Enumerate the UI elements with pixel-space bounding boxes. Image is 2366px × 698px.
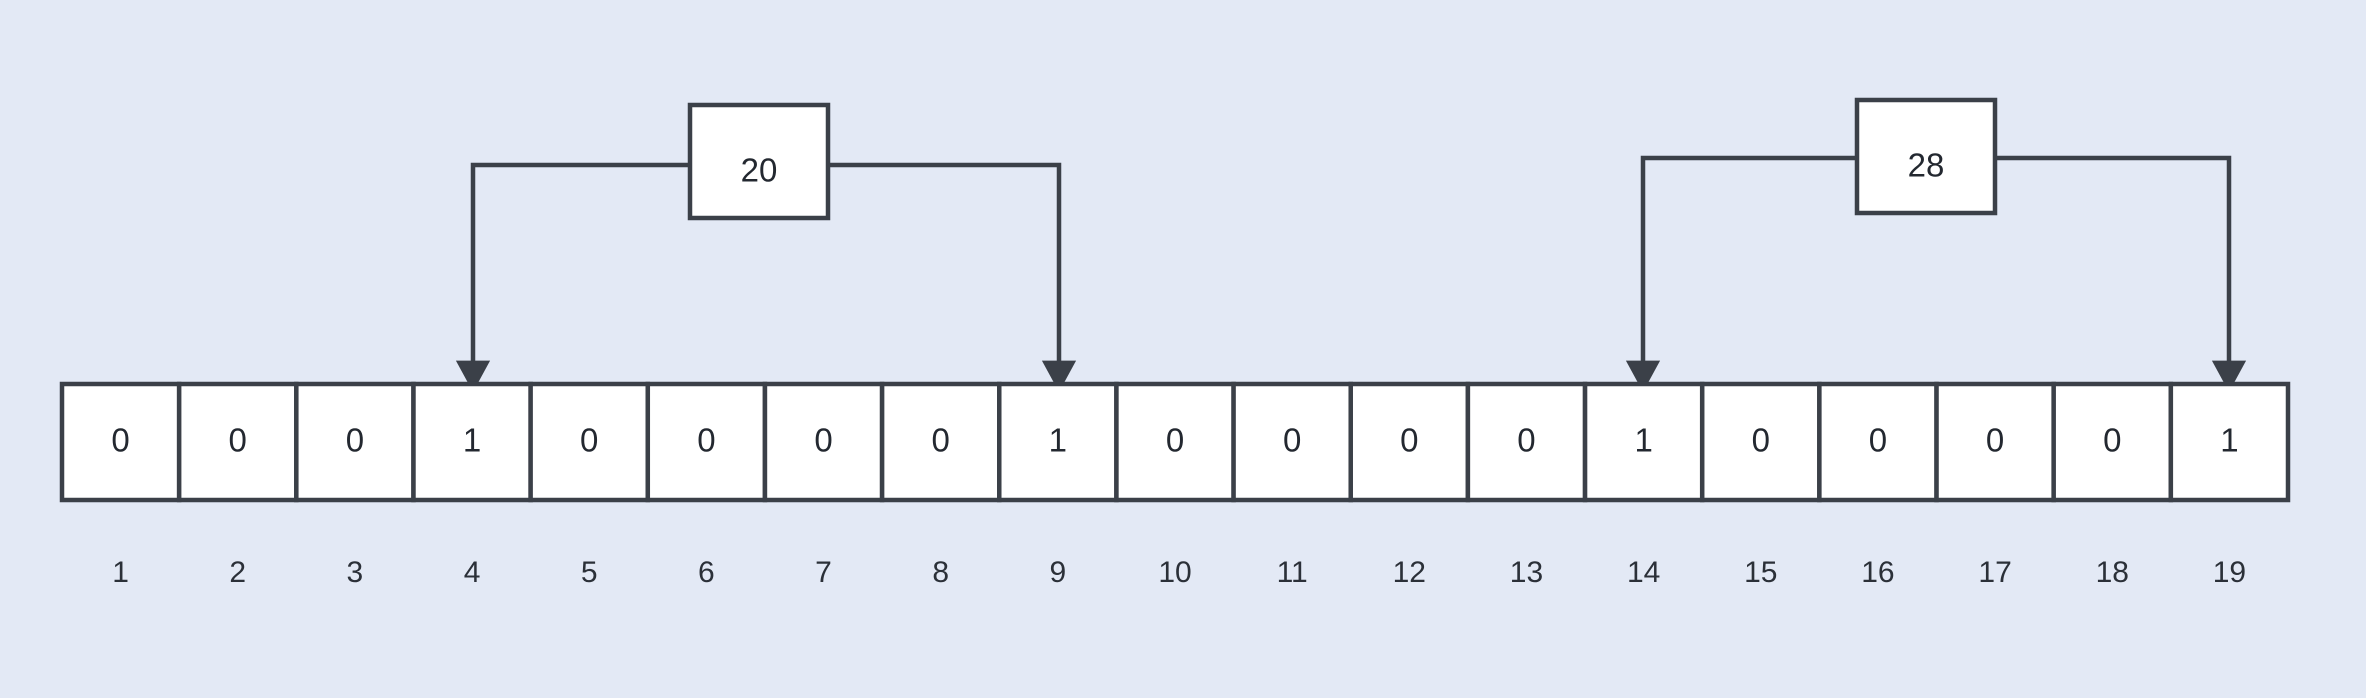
array-cell-value: 1 <box>463 422 481 459</box>
array-index-label: 9 <box>1049 556 1066 589</box>
array-cell-value: 0 <box>1752 422 1770 459</box>
array-cell[interactable]: 0 <box>2051 381 2174 503</box>
connector-28-to-cell-14 <box>1625 155 1857 393</box>
array-cell-value: 0 <box>580 422 598 459</box>
array-cell-rect <box>1934 381 2056 503</box>
array-cell-value: 1 <box>1634 422 1652 459</box>
array-index-label: 1 <box>112 556 129 589</box>
array-cell-value: 1 <box>2220 422 2238 459</box>
array-cell-value: 0 <box>697 422 715 459</box>
array-cell[interactable]: 0 <box>528 381 651 503</box>
array-cell[interactable]: 0 <box>762 381 885 503</box>
array-index-label: 17 <box>1978 556 2011 589</box>
array-cell-rect <box>59 381 182 503</box>
array-cell-rect <box>1114 381 1236 503</box>
array-cell-value: 0 <box>229 422 247 459</box>
array-cell[interactable]: 0 <box>879 381 1002 503</box>
array-index-label: 13 <box>1510 556 1543 589</box>
array-cell[interactable]: 0 <box>59 381 182 503</box>
array-cell[interactable]: 0 <box>1348 381 1471 503</box>
connector-group-node-20 <box>455 162 1077 393</box>
array-index-label: 18 <box>2096 556 2129 589</box>
array-cell[interactable]: 0 <box>1114 381 1236 503</box>
array-cell[interactable]: 1 <box>411 381 533 503</box>
node-box-20[interactable]: 20 <box>687 102 831 221</box>
array-cell-value: 0 <box>346 422 364 459</box>
array-cell-value: 0 <box>111 422 129 459</box>
node-box-28-rect <box>1854 97 1998 216</box>
node-box-20-rect <box>687 102 831 221</box>
array-cell-value: 0 <box>814 422 832 459</box>
array-index-label: 2 <box>229 556 246 589</box>
array-cell-value: 0 <box>1986 422 2004 459</box>
array-cell[interactable]: 0 <box>1817 381 1939 503</box>
array-cell[interactable]: 0 <box>294 381 416 503</box>
node-box-28[interactable]: 28 <box>1854 97 1998 216</box>
node-box-28-label: 28 <box>1908 147 1945 184</box>
array-cell[interactable]: 0 <box>176 381 299 503</box>
connector-20-to-cell-9 <box>828 162 1077 393</box>
array-cell-value: 0 <box>1283 422 1301 459</box>
array-cell-rect <box>176 381 299 503</box>
array-index-label: 15 <box>1744 556 1777 589</box>
array-cell-value: 0 <box>2103 422 2121 459</box>
array-cell-rect <box>879 381 1002 503</box>
array-index-label: 11 <box>1277 556 1308 589</box>
array-cell-value: 0 <box>1166 422 1184 459</box>
array-cell-value: 0 <box>932 422 950 459</box>
array-cell-value: 0 <box>1400 422 1418 459</box>
array-cell[interactable]: 1 <box>2168 381 2291 503</box>
array-cell[interactable]: 1 <box>1582 381 1705 503</box>
array-index-label: 10 <box>1158 556 1191 589</box>
array-cell-rect <box>411 381 533 503</box>
array-cell-value: 0 <box>1869 422 1887 459</box>
array-index-label: 7 <box>815 556 832 589</box>
array-cell[interactable]: 0 <box>645 381 768 503</box>
array-cell-value: 0 <box>1517 422 1535 459</box>
array-cell[interactable]: 1 <box>997 381 1119 503</box>
array-index-label: 6 <box>698 556 715 589</box>
array-index-label: 19 <box>2213 556 2246 589</box>
connector-28-to-cell-19 <box>1995 155 2247 393</box>
array-cell-rect <box>2168 381 2291 503</box>
array-cell-rect <box>1231 381 1353 503</box>
connector-group-node-28 <box>1625 155 2247 393</box>
array-index-label: 5 <box>581 556 598 589</box>
array-index-label: 8 <box>932 556 949 589</box>
array-index-label: 12 <box>1393 556 1426 589</box>
array-cell[interactable]: 0 <box>1699 381 1822 503</box>
node-box-20-label: 20 <box>741 152 778 189</box>
array-cell[interactable]: 0 <box>1231 381 1353 503</box>
array-cell-value: 1 <box>1049 422 1067 459</box>
connector-20-to-cell-4 <box>455 162 690 393</box>
array-cell-rect <box>1817 381 1939 503</box>
array-cell[interactable]: 0 <box>1934 381 2056 503</box>
bit-array: 0 0 0 1 0 0 0 0 1 0 0 0 0 1 0 0 0 0 1 <box>59 381 2291 503</box>
array-cell-rect <box>997 381 1119 503</box>
array-index-label: 14 <box>1627 556 1660 589</box>
array-index-label: 4 <box>464 556 481 589</box>
array-cell[interactable]: 0 <box>1465 381 1588 503</box>
array-index-label: 16 <box>1861 556 1894 589</box>
array-index-label: 3 <box>347 556 364 589</box>
